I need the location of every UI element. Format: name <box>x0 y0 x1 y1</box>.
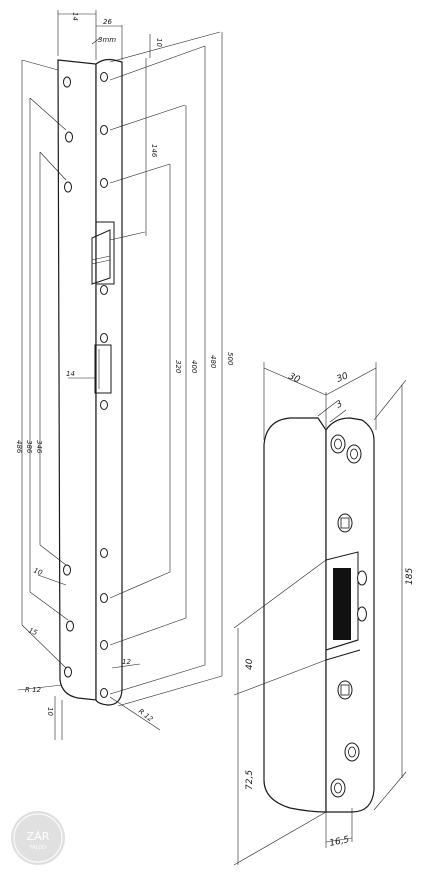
short-plate-flange <box>263 417 327 813</box>
plate-flange <box>57 59 97 701</box>
dim-185: 185 <box>405 568 415 585</box>
left-dimension-ladder: 486 386 346 10 15 <box>15 59 69 669</box>
dim-10-left: 10 <box>32 566 44 577</box>
lower-window <box>94 344 112 394</box>
dim-offset: 3mm <box>98 36 116 44</box>
dim-width: 26 <box>103 18 112 26</box>
cutout-opening <box>333 568 351 640</box>
face-holes <box>100 72 108 698</box>
dim-r12-left: R 12 <box>25 686 42 694</box>
dim-72-5: 72,5 <box>245 770 255 790</box>
upper-latch-window <box>91 221 115 285</box>
strike-cutout <box>325 551 361 661</box>
dim-486: 486 <box>15 440 23 454</box>
long-strike-plate-view: 14 26 3mm 10 146 320 400 480 <box>15 10 234 740</box>
plate-front-face <box>95 58 123 706</box>
dim-346: 346 <box>35 440 43 454</box>
short-plate-holes <box>330 434 367 798</box>
dim-30-left: 30 <box>287 372 302 386</box>
dim-flange: 14 <box>71 12 79 21</box>
dim-500: 500 <box>226 352 234 366</box>
logo-line1: ZÁR <box>27 830 50 843</box>
dim-320: 320 <box>174 360 182 374</box>
dim-16-5: 16,5 <box>329 835 351 849</box>
dim-window: 14 <box>66 370 75 378</box>
dim-15: 15 <box>27 626 39 637</box>
dim-400: 400 <box>190 360 198 374</box>
zarfalod-logo: ZÁR FALOD <box>11 811 65 865</box>
dim-10-bottom: 10 <box>46 707 54 716</box>
right-dimension-ladder: 146 320 400 480 500 14 <box>66 31 234 707</box>
dim-386: 386 <box>25 440 33 454</box>
dim-40: 40 <box>245 658 255 670</box>
dim-r12-right: R 12 <box>137 707 155 723</box>
short-plate-dimensions: 30 30 3 185 40 72,5 16,5 <box>233 362 415 866</box>
dim-3: 3 <box>335 399 345 411</box>
flange-holes <box>63 76 74 678</box>
top-dimensions: 14 26 3mm 10 <box>57 10 163 60</box>
dim-146: 146 <box>150 144 158 158</box>
dim-top-gap: 10 <box>155 38 163 47</box>
dim-480: 480 <box>209 355 217 369</box>
logo-line2: FALOD <box>30 845 46 851</box>
short-strike-plate-view: 30 30 3 185 40 72,5 16,5 <box>233 362 415 866</box>
dim-12: 12 <box>122 658 131 666</box>
dim-30-right: 30 <box>335 371 350 385</box>
